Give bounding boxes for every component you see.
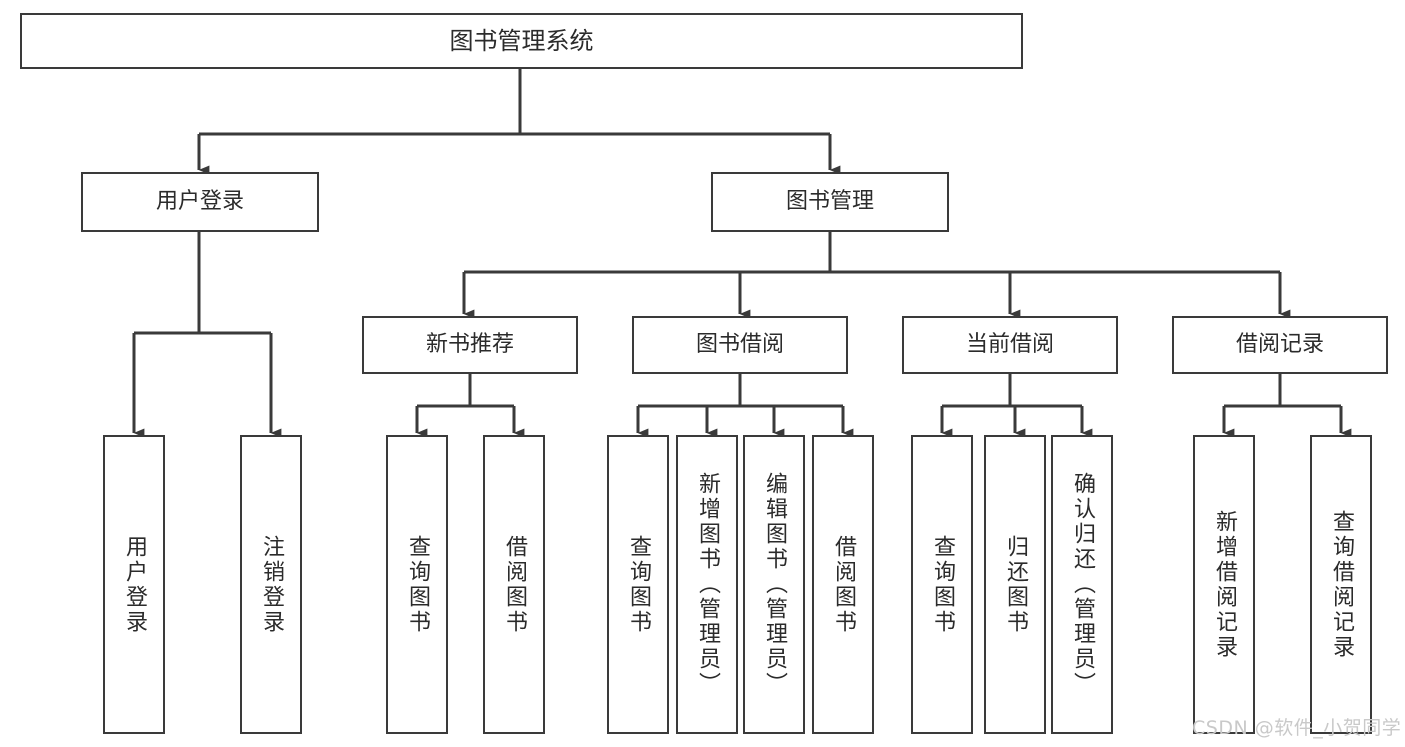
- node-leaf-add-borrow-record-label: 新增借阅记录: [1212, 509, 1237, 660]
- node-leaf-query-borrow-record-label: 查询借阅记录: [1329, 509, 1354, 660]
- node-leaf-query-book-1[interactable]: 查询图书: [386, 435, 448, 734]
- node-leaf-add-borrow-record[interactable]: 新增借阅记录: [1193, 435, 1255, 734]
- node-leaf-confirm-return-admin-label: 确认归还（管理员）: [1070, 472, 1095, 697]
- edges-group: [132, 69, 1352, 438]
- node-borrow-records[interactable]: 借阅记录: [1172, 316, 1388, 374]
- csdn-watermark: CSDN @软件_小贺同学: [1192, 717, 1402, 739]
- node-leaf-return-book-label: 归还图书: [1003, 534, 1028, 635]
- node-current-borrow[interactable]: 当前借阅: [902, 316, 1118, 374]
- node-book-borrow[interactable]: 图书借阅: [632, 316, 848, 374]
- node-leaf-user-logout-label: 注销登录: [259, 534, 284, 635]
- node-leaf-query-book-3[interactable]: 查询图书: [911, 435, 973, 734]
- node-new-book-recommend[interactable]: 新书推荐: [362, 316, 578, 374]
- node-leaf-query-borrow-record[interactable]: 查询借阅记录: [1310, 435, 1372, 734]
- node-leaf-query-book-3-label: 查询图书: [930, 534, 955, 635]
- node-leaf-borrow-book-1[interactable]: 借阅图书: [483, 435, 545, 734]
- node-leaf-edit-book-admin[interactable]: 编辑图书（管理员）: [743, 435, 805, 734]
- node-leaf-add-book-admin[interactable]: 新增图书（管理员）: [676, 435, 738, 734]
- node-leaf-return-book[interactable]: 归还图书: [984, 435, 1046, 734]
- node-leaf-borrow-book-2[interactable]: 借阅图书: [812, 435, 874, 734]
- node-leaf-query-book-2-label: 查询图书: [626, 534, 651, 635]
- node-leaf-borrow-book-1-label: 借阅图书: [502, 534, 527, 635]
- node-leaf-query-book-2[interactable]: 查询图书: [607, 435, 669, 734]
- node-leaf-borrow-book-2-label: 借阅图书: [831, 534, 856, 635]
- node-book-management-label: 图书管理: [785, 189, 874, 215]
- node-leaf-user-login-label: 用户登录: [122, 534, 147, 635]
- node-root-label: 图书管理系统: [449, 26, 594, 55]
- node-leaf-user-logout[interactable]: 注销登录: [240, 435, 302, 734]
- node-new-book-recommend-label: 新书推荐: [425, 332, 514, 358]
- node-borrow-records-label: 借阅记录: [1235, 332, 1324, 358]
- node-book-borrow-label: 图书借阅: [695, 332, 784, 358]
- node-leaf-add-book-admin-label: 新增图书（管理员）: [695, 472, 720, 697]
- node-leaf-edit-book-admin-label: 编辑图书（管理员）: [762, 472, 787, 697]
- node-leaf-user-login[interactable]: 用户登录: [103, 435, 165, 734]
- node-current-borrow-label: 当前借阅: [965, 332, 1054, 358]
- node-root[interactable]: 图书管理系统: [20, 13, 1023, 69]
- node-leaf-query-book-1-label: 查询图书: [405, 534, 430, 635]
- node-user-login-label: 用户登录: [155, 189, 244, 215]
- node-book-management[interactable]: 图书管理: [711, 172, 949, 232]
- node-user-login[interactable]: 用户登录: [81, 172, 319, 232]
- node-leaf-confirm-return-admin[interactable]: 确认归还（管理员）: [1051, 435, 1113, 734]
